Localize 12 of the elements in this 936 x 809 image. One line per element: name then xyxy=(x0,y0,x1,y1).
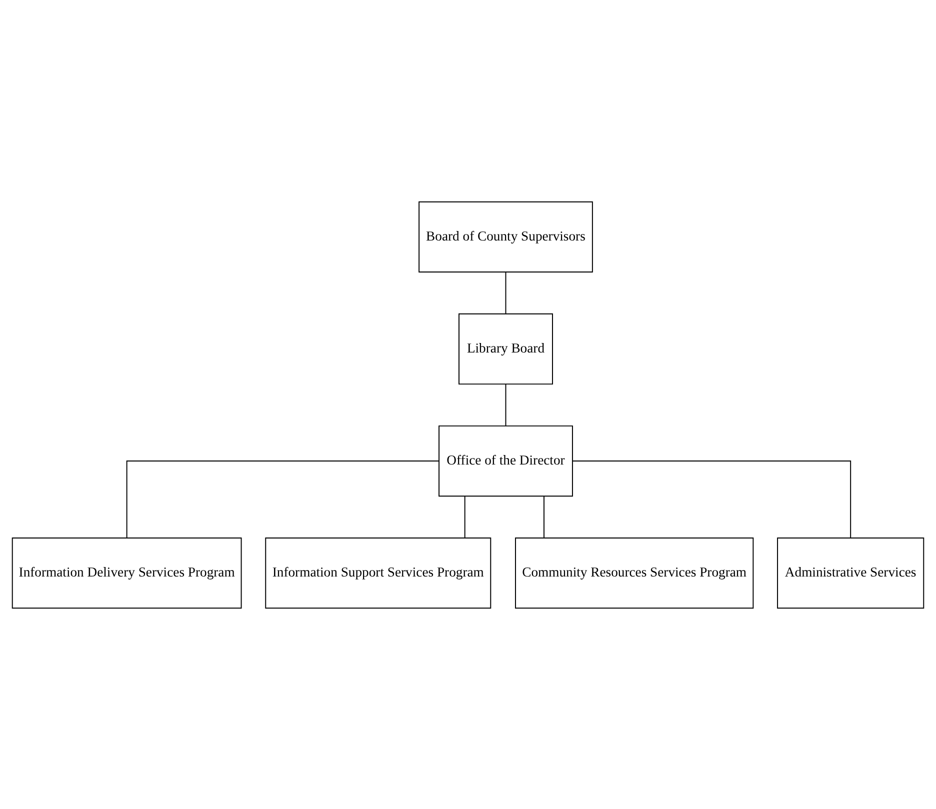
node-box: Library Board xyxy=(458,312,553,384)
connector xyxy=(505,383,506,426)
connector xyxy=(505,271,506,314)
node-box: Office of the Director xyxy=(438,424,573,496)
node-box: Board of County Supervisors xyxy=(418,200,593,272)
connector xyxy=(572,460,852,538)
node-box: Community Resources Services Program xyxy=(515,536,754,608)
node-box: Administrative Services xyxy=(777,536,924,608)
connector xyxy=(126,460,440,538)
node-box: Information Delivery Services Program xyxy=(12,536,242,608)
connector xyxy=(464,495,466,538)
node-box: Information Support Services Program xyxy=(265,536,492,608)
